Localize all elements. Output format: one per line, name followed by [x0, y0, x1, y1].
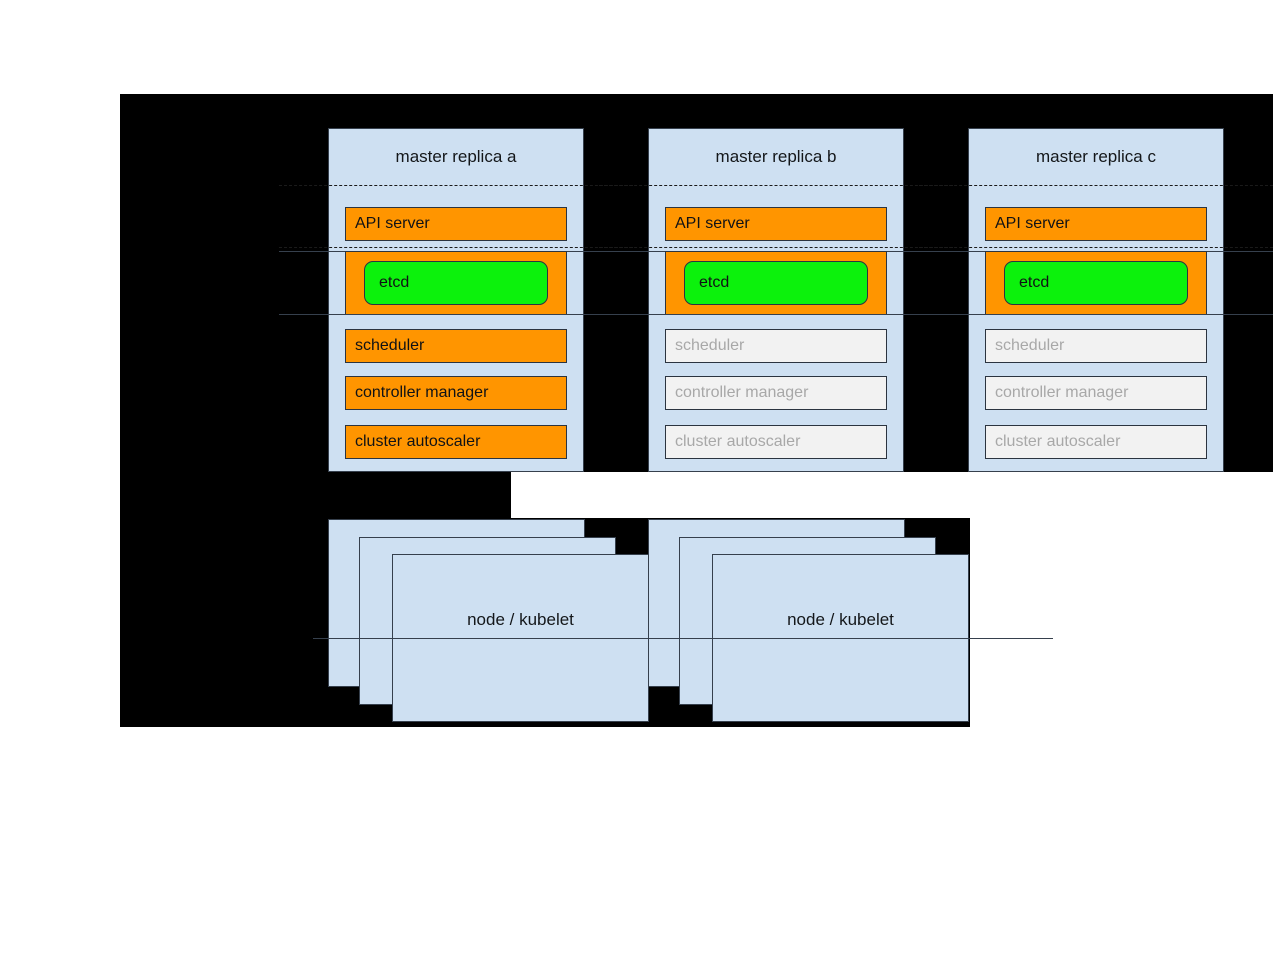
scheduler-label-a: scheduler — [355, 337, 425, 354]
controller-manager-box-b[interactable]: controller manager — [665, 376, 887, 410]
node-rule-2 — [633, 638, 1053, 639]
api-server-box-b[interactable]: API server — [665, 207, 887, 241]
node-group-1[interactable]: node / kubelet — [313, 519, 733, 734]
backdrop-gap-region — [120, 472, 511, 518]
etcd-label-a: etcd — [379, 274, 410, 291]
controller-manager-label-c: controller manager — [995, 384, 1129, 401]
master-replica-panel-c[interactable]: master replica c API server etcd schedul… — [919, 128, 1273, 472]
node-rule-1 — [313, 638, 733, 639]
controller-manager-box-c[interactable]: controller manager — [985, 376, 1207, 410]
node-card-1-front[interactable]: node / kubelet — [313, 554, 733, 722]
etcd-label-c: etcd — [1019, 274, 1050, 291]
replica-rule-c-2 — [919, 314, 1273, 315]
etcd-label-b: etcd — [699, 274, 730, 291]
etcd-host-box-c: etcd — [985, 251, 1207, 315]
api-server-label-a: API server — [355, 215, 430, 232]
cluster-autoscaler-box-b[interactable]: cluster autoscaler — [665, 425, 887, 459]
replica-rule-a-2 — [279, 314, 633, 315]
replica-divider-a-2 — [279, 247, 633, 248]
cluster-autoscaler-box-a[interactable]: cluster autoscaler — [345, 425, 567, 459]
controller-manager-box-a[interactable]: controller manager — [345, 376, 567, 410]
node-group-2[interactable]: node / kubelet — [633, 519, 1053, 734]
scheduler-label-c: scheduler — [995, 337, 1065, 354]
api-server-label-c: API server — [995, 215, 1070, 232]
etcd-box-c[interactable]: etcd — [1004, 261, 1188, 305]
etcd-box-a[interactable]: etcd — [364, 261, 548, 305]
master-replica-panel-b[interactable]: master replica b API server etcd schedul… — [599, 128, 953, 472]
master-replica-title-c: master replica c — [1036, 147, 1156, 166]
node-card-2-front[interactable]: node / kubelet — [633, 554, 1053, 722]
controller-manager-label-b: controller manager — [675, 384, 809, 401]
replica-divider-c-2 — [919, 247, 1273, 248]
scheduler-box-a[interactable]: scheduler — [345, 329, 567, 363]
master-replica-title-a: master replica a — [395, 147, 517, 166]
node-kubelet-label-1: node / kubelet — [467, 610, 574, 629]
api-server-box-c[interactable]: API server — [985, 207, 1207, 241]
scheduler-box-b[interactable]: scheduler — [665, 329, 887, 363]
scheduler-label-b: scheduler — [675, 337, 745, 354]
replica-rule-b-2 — [599, 314, 953, 315]
etcd-host-box-b: etcd — [665, 251, 887, 315]
master-replica-panel-a[interactable]: master replica a API server etcd schedul… — [279, 128, 633, 472]
scheduler-box-c[interactable]: scheduler — [985, 329, 1207, 363]
replica-divider-b-1 — [599, 185, 953, 186]
api-server-label-b: API server — [675, 215, 750, 232]
cluster-autoscaler-label-a: cluster autoscaler — [355, 433, 481, 450]
cluster-autoscaler-label-b: cluster autoscaler — [675, 433, 801, 450]
replica-divider-a-1 — [279, 185, 633, 186]
node-kubelet-label-2: node / kubelet — [787, 610, 894, 629]
controller-manager-label-a: controller manager — [355, 384, 489, 401]
cluster-autoscaler-label-c: cluster autoscaler — [995, 433, 1121, 450]
api-server-box-a[interactable]: API server — [345, 207, 567, 241]
etcd-host-box-a: etcd — [345, 251, 567, 315]
replica-divider-b-2 — [599, 247, 953, 248]
etcd-box-b[interactable]: etcd — [684, 261, 868, 305]
replica-divider-c-1 — [919, 185, 1273, 186]
cluster-autoscaler-box-c[interactable]: cluster autoscaler — [985, 425, 1207, 459]
master-replica-title-b: master replica b — [715, 147, 837, 166]
